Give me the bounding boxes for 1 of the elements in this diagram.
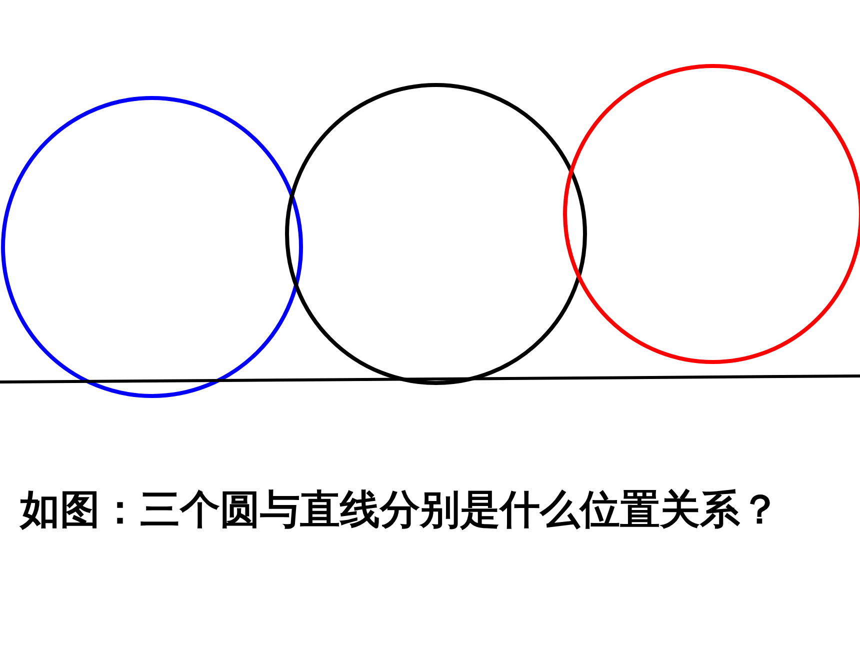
question-text: 如图：三个圆与直线分别是什么位置关系？ [20, 486, 780, 534]
